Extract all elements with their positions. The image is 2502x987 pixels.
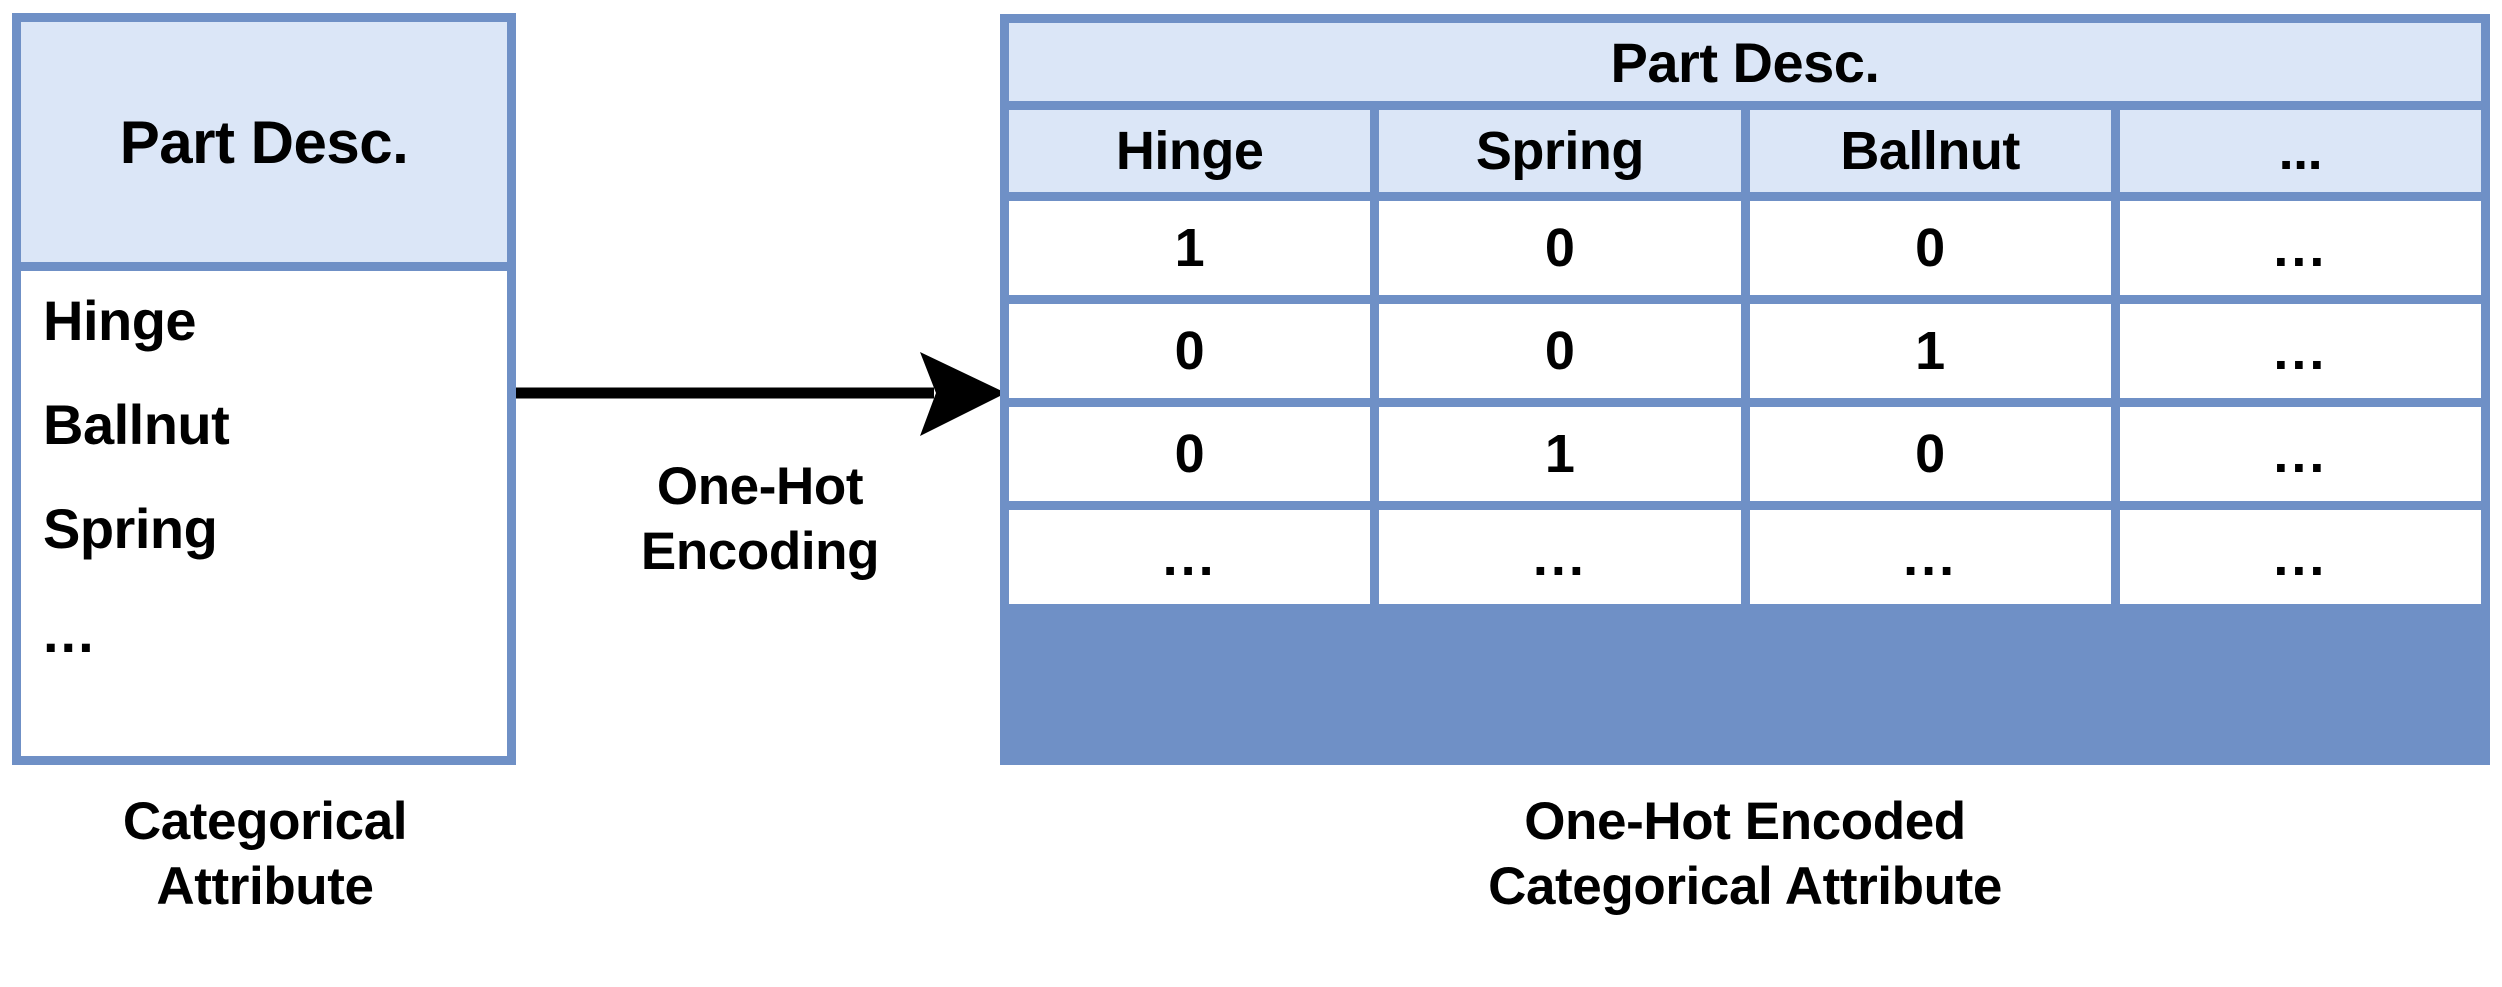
left-table-header-divider — [21, 262, 507, 271]
arrow-right-icon — [516, 352, 1006, 436]
table-cell: 1 — [1379, 407, 1741, 501]
table-cell: 0 — [1009, 304, 1371, 398]
table-separator — [1009, 192, 2481, 201]
table-cell-ellipsis: ... — [2119, 201, 2481, 295]
table-cell: 0 — [1379, 201, 1741, 295]
table-cell: 0 — [1749, 201, 2111, 295]
table-cell-ellipsis: ... — [2119, 304, 2481, 398]
table-cell-ellipsis: ... — [1379, 510, 1741, 604]
one-hot-encoded-table: Part Desc. Hinge Spring Ballnut ... 1 0 … — [1000, 14, 2490, 765]
table-row: 0 1 0 ... — [1009, 407, 2481, 501]
left-table-caption: Categorical Attribute — [122, 792, 408, 916]
table-cell-ellipsis: ... — [1009, 510, 1371, 604]
column-header-ballnut: Ballnut — [1749, 110, 2111, 192]
table-cell-ellipsis: ... — [2119, 510, 2481, 604]
table-row: ... ... ... ... — [1009, 510, 2481, 604]
right-table-supertitle-cell: Part Desc. — [1009, 23, 2481, 101]
column-header-spring: Spring — [1379, 110, 1741, 192]
left-table-body: Hinge Ballnut Spring ... — [21, 271, 507, 756]
list-item: Hinge — [43, 289, 197, 352]
table-cell: 0 — [1379, 304, 1741, 398]
list-item: Ballnut — [43, 393, 230, 456]
table-cell-ellipsis: ... — [2119, 407, 2481, 501]
table-cell: 0 — [1749, 407, 2111, 501]
table-row: 0 0 1 ... — [1009, 304, 2481, 398]
column-header-ellipsis: ... — [2119, 110, 2481, 192]
right-table-caption: One-Hot Encoded Categorical Attribute — [1488, 792, 2002, 916]
list-item: Spring — [43, 497, 218, 560]
table-cell: 0 — [1009, 407, 1371, 501]
left-table-header-cell: Part Desc. — [21, 22, 507, 262]
table-separator — [1009, 295, 2481, 304]
column-header-hinge: Hinge — [1009, 110, 1371, 192]
transform-arrow — [516, 340, 1006, 450]
table-cell-ellipsis: ... — [1749, 510, 2111, 604]
table-row: 1 0 0 ... — [1009, 201, 2481, 295]
table-cell: 1 — [1749, 304, 2111, 398]
table-header-row: Hinge Spring Ballnut ... — [1009, 110, 2481, 192]
table-separator — [1009, 101, 2481, 110]
table-separator — [1009, 501, 2481, 510]
transform-label: One-Hot Encoding — [640, 457, 880, 581]
categorical-attribute-table: Part Desc. Hinge Ballnut Spring ... — [12, 13, 516, 765]
table-cell: 1 — [1009, 201, 1371, 295]
list-item-ellipsis: ... — [43, 601, 96, 664]
table-separator — [1009, 398, 2481, 407]
